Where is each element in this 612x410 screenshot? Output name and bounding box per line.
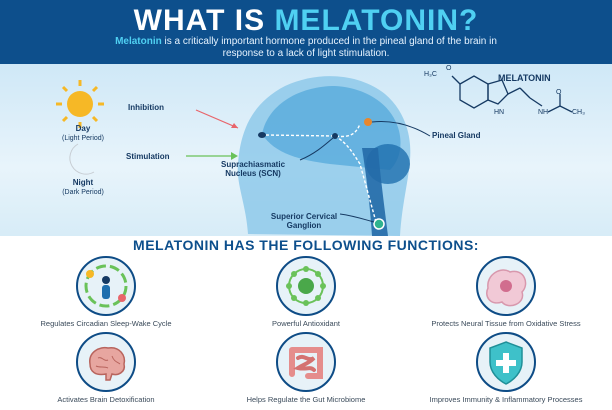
molecule-h3c: H₃C (424, 71, 437, 78)
molecule-o: O (446, 65, 452, 72)
melatonin-molecule (451, 75, 573, 113)
function-card-circadian: Regulates Circadian Sleep-Wake Cycle (4, 256, 208, 334)
scn-arrow (299, 137, 334, 161)
brainstem (362, 148, 388, 236)
pineal-label: Pineal Gland (432, 131, 481, 140)
day-label-text: Day (75, 124, 91, 133)
night-label: Night (Dark Period) (54, 178, 112, 197)
ganglion-arrow (339, 213, 375, 223)
function-card-immunity: Improves Immunity & Inflammatory Process… (404, 332, 608, 410)
moon-icon (69, 143, 95, 175)
scn-dot (332, 133, 338, 139)
molecule-name: MELATONIN (498, 73, 551, 83)
day-label: Day (Light Period) (56, 124, 110, 143)
inhibition-arrow (195, 109, 239, 129)
function-card-neural: Protects Neural Tissue from Oxidative St… (404, 256, 608, 334)
scn-label: Suprachiasmatic Nucleus (SCN) (220, 160, 286, 178)
function-label: Improves Immunity & Inflammatory Process… (429, 395, 583, 404)
pineal-dot (364, 118, 372, 126)
eye-icon (258, 132, 266, 138)
circadian-cycle-icon (76, 256, 136, 316)
molecule-hn: HN (494, 109, 505, 116)
subtitle-text: is a critically important hormone produc… (161, 36, 497, 59)
sun-icon (56, 80, 104, 128)
function-label: Protects Neural Tissue from Oxidative St… (431, 319, 581, 328)
inhibition-label: Inhibition (128, 103, 164, 112)
pineal-arrow (371, 121, 431, 137)
page-title: WHAT IS MELATONIN? (0, 4, 612, 38)
diagram-art (56, 75, 573, 236)
function-label: Activates Brain Detoxification (57, 395, 155, 404)
day-sublabel: (Light Period) (61, 135, 105, 142)
title-plain: WHAT IS (133, 4, 275, 37)
stimulation-label: Stimulation (126, 152, 170, 161)
ganglion-dot (373, 218, 385, 230)
antioxidant-icon (276, 256, 336, 316)
title-accent: MELATONIN? (274, 4, 479, 37)
molecule-ch3: CH₃ (572, 109, 585, 116)
neural-cell-icon (476, 256, 536, 316)
subtitle-highlight: Melatonin (115, 36, 162, 47)
brain-icon (76, 332, 136, 392)
ganglion-label: Superior Cervical Ganglion (270, 212, 338, 230)
header-banner (0, 0, 612, 64)
function-label: Regulates Circadian Sleep-Wake Cycle (40, 319, 172, 328)
intestine-icon (276, 332, 336, 392)
night-label-text: Night (72, 178, 94, 187)
functions-title: MELATONIN HAS THE FOLLOWING FUNCTIONS: (133, 237, 479, 253)
molecule-nh: NH (538, 109, 549, 116)
function-label: Powerful Antioxidant (272, 319, 340, 328)
shield-icon (476, 332, 536, 392)
subtitle: Melatonin is a critically important horm… (96, 36, 516, 60)
function-label: Helps Regulate the Gut Microbiome (246, 395, 366, 404)
night-sublabel: (Dark Period) (62, 189, 104, 196)
function-card-antioxidant: Powerful Antioxidant (204, 256, 408, 334)
function-card-brain: Activates Brain Detoxification (4, 332, 208, 410)
molecule-o2: O (556, 89, 562, 96)
function-card-gut: Helps Regulate the Gut Microbiome (204, 332, 408, 410)
